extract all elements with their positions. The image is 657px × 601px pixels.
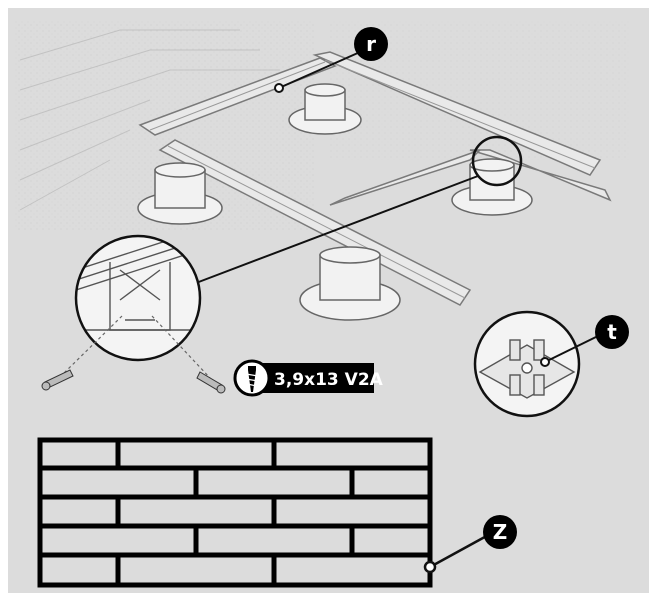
pedestal-front <box>299 246 401 321</box>
screw-icon <box>245 366 259 392</box>
screw-spec-text: 3,9x13 V2A <box>274 370 384 390</box>
screw-spec-badge: 3,9x13 V2A <box>233 359 384 397</box>
pedestal-top-detail <box>473 310 599 418</box>
pedestal-left <box>137 162 223 225</box>
zoom-detail <box>74 234 202 362</box>
callout-t-label: t <box>607 320 617 344</box>
tile-pattern <box>37 437 433 588</box>
pedestal-right <box>451 158 533 216</box>
zoom-leader-line <box>195 175 479 284</box>
screw-left <box>41 369 74 391</box>
z-leader-line <box>429 531 493 569</box>
pedestal-group <box>137 83 533 321</box>
callout-z: Z <box>483 515 517 549</box>
callout-r: r <box>354 27 388 61</box>
callout-r-label: r <box>366 32 376 56</box>
screws <box>41 315 226 394</box>
r-leader-line <box>278 51 361 89</box>
screw-right <box>196 371 226 394</box>
callout-t: t <box>595 315 629 349</box>
rail-right <box>469 149 612 202</box>
pedestal-back <box>288 83 362 135</box>
callout-z-label: Z <box>493 520 508 544</box>
rail-middle <box>329 149 481 206</box>
detail-marker-circle <box>471 135 523 187</box>
